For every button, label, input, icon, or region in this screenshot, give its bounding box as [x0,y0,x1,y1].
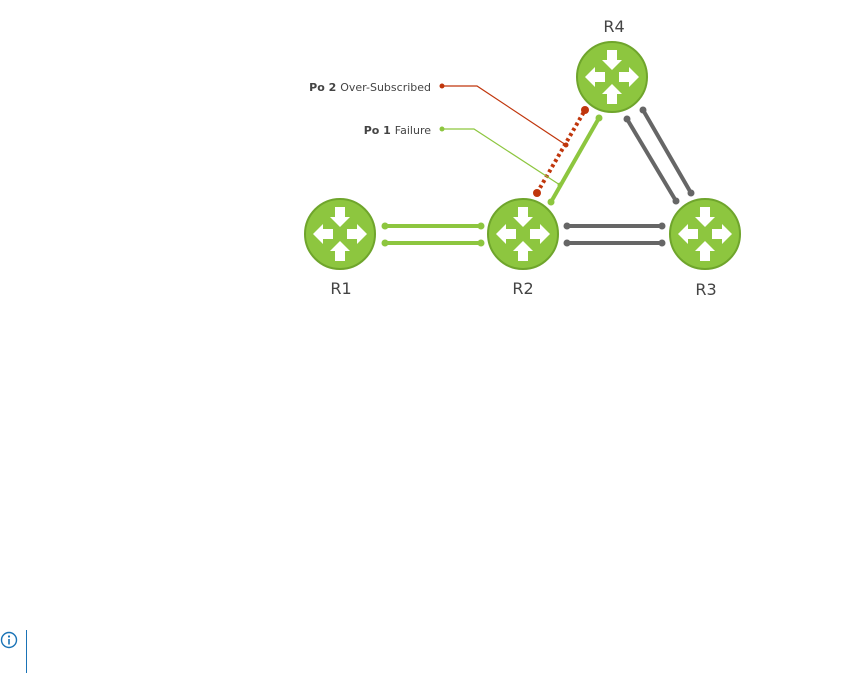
router-r4 [577,42,647,112]
router-r3 [670,199,740,269]
callout-po2-label: Po 2 Over-Subscribed [309,81,431,94]
router-r4-label: R4 [603,17,624,36]
link-r2-r3 [564,223,666,247]
router-r2 [488,199,558,269]
callout-po1-text: Failure [395,124,431,137]
callout-po1-leader [440,127,563,188]
note-divider [26,630,27,673]
router-r2-label: R2 [512,279,533,298]
router-r1-label: R1 [330,279,351,298]
info-icon [2,633,17,648]
link-r4-r3 [624,107,695,205]
router-r3-label: R3 [695,280,716,299]
callout-po2-bold: Po 2 [309,81,336,94]
callout-po1-label: Po 1 Failure [364,124,432,137]
callout-po1-bold: Po 1 [364,124,391,137]
callout-po2-text: Over-Subscribed [340,81,431,94]
link-r1-r2 [382,223,485,247]
callout-po2-leader [440,84,569,148]
router-r1 [305,199,375,269]
